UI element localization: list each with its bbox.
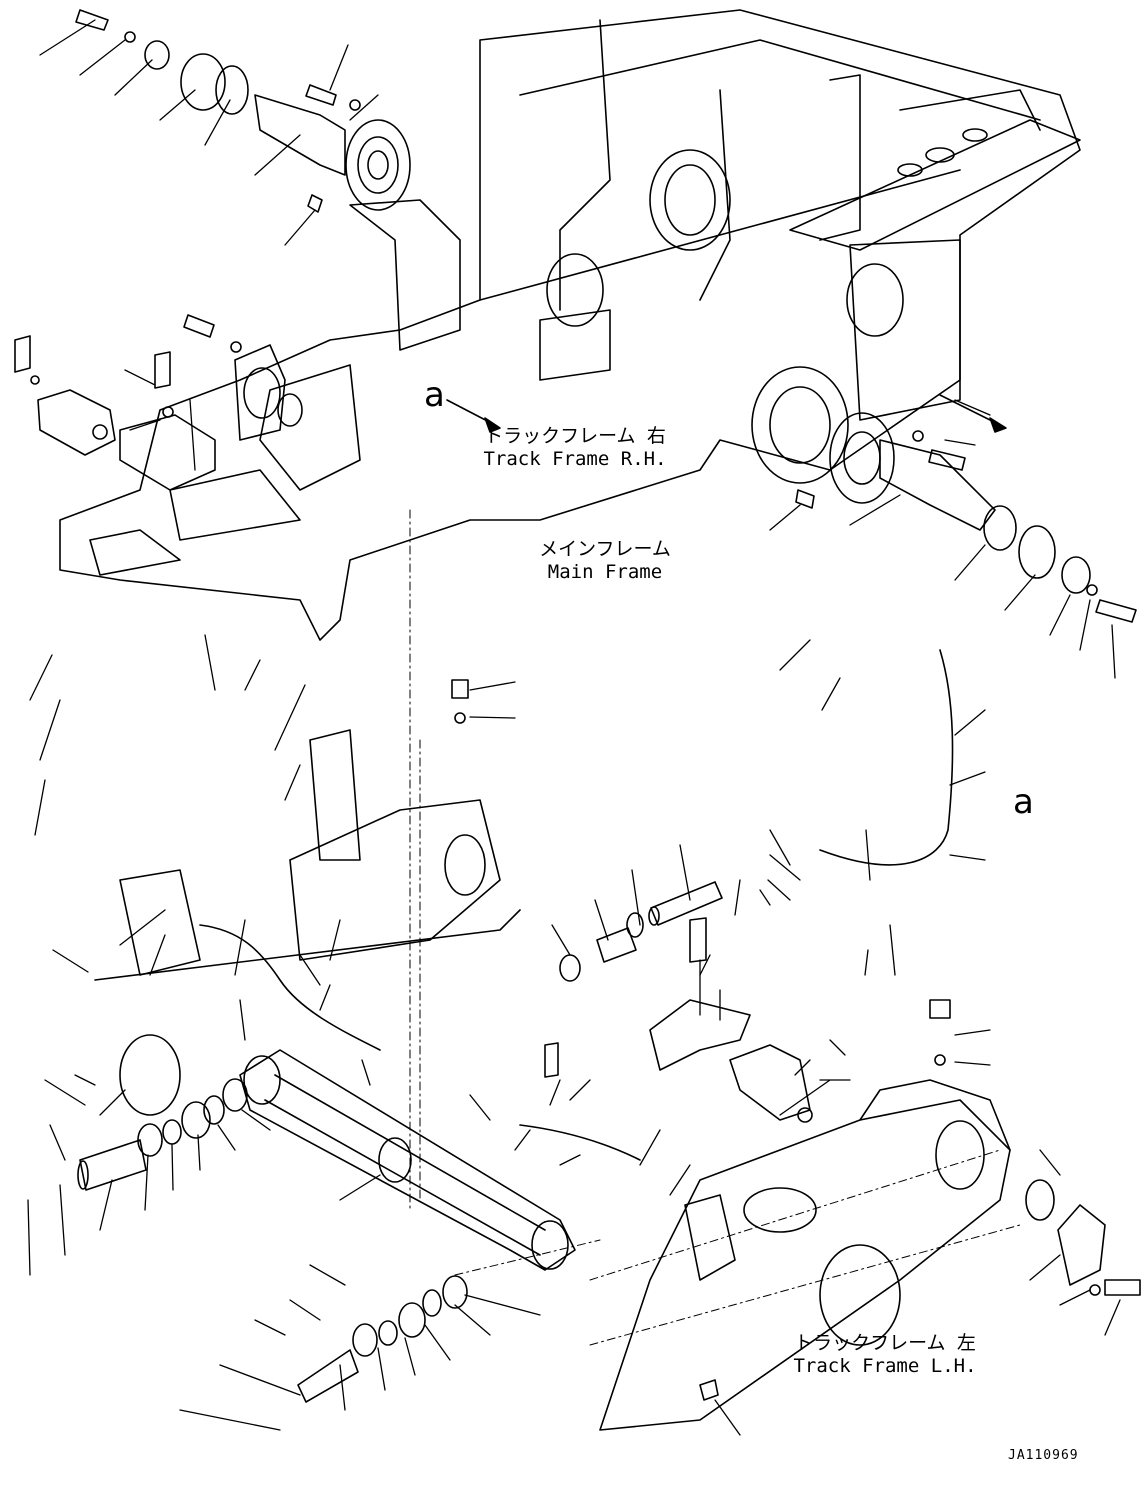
track-frame-rh xyxy=(94,729,521,1116)
pins xyxy=(77,881,723,1403)
drawing-code: JA110969 xyxy=(1008,1448,1079,1463)
hoses xyxy=(199,649,954,1161)
cover-plate xyxy=(183,314,469,724)
guards xyxy=(544,917,813,1123)
right-pivot-shaft xyxy=(795,412,1137,623)
track-frame-rh-label-jp: トラックフレーム 右 xyxy=(484,425,666,447)
left-pivot-shaft xyxy=(75,9,411,213)
track-frame-lh-label-jp: トラックフレーム 左 xyxy=(794,1332,976,1354)
view-arrows xyxy=(446,394,1007,433)
brackets xyxy=(14,335,216,491)
main-frame-label-jp: メインフレーム xyxy=(539,538,671,560)
equalizer-bar xyxy=(239,1049,576,1271)
view-ref-a-upper: a xyxy=(424,375,445,415)
leader-lines xyxy=(27,19,1121,1436)
view-ref-a-right: a xyxy=(1013,782,1034,822)
track-frame-lh-label-en: Track Frame L.H. xyxy=(793,1355,977,1377)
track-frame-rh-label-en: Track Frame R.H. xyxy=(483,448,667,470)
track-frame-lh xyxy=(599,999,1141,1431)
main-frame xyxy=(59,9,1081,641)
assembly-lines xyxy=(409,509,1021,1346)
main-frame-label-en: Main Frame xyxy=(547,561,663,583)
